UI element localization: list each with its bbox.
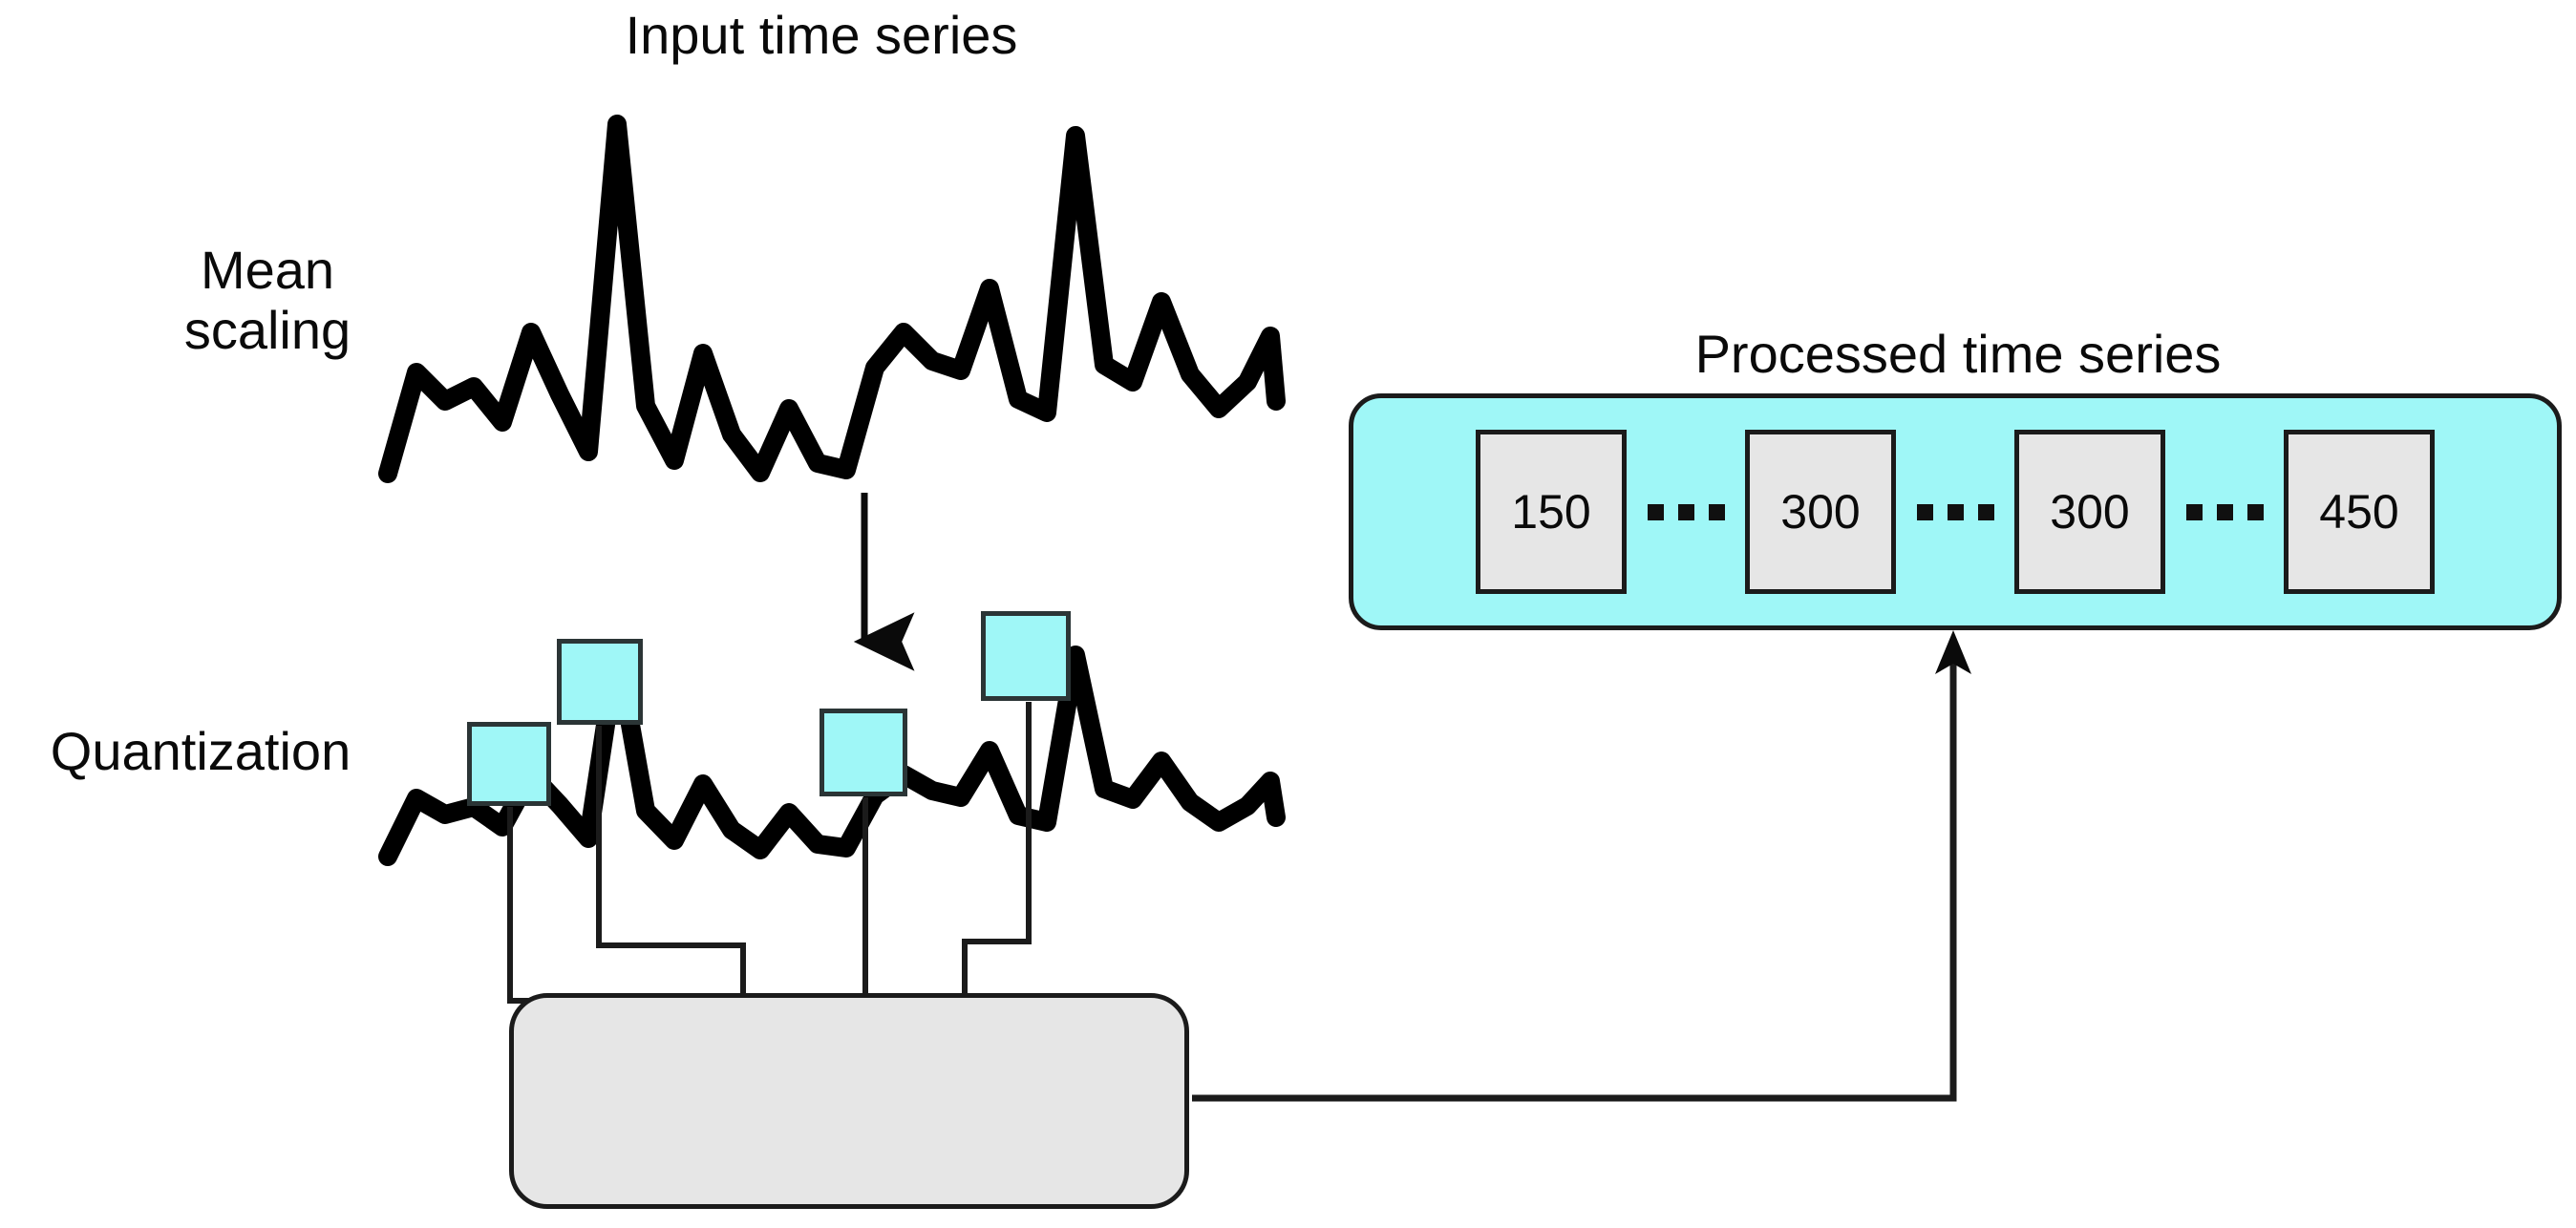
page-title-input-time-series: Input time series — [625, 5, 1018, 65]
input-time-series-waveform — [378, 115, 1286, 483]
dot-icon — [2246, 503, 2264, 520]
quantization-highlight-box-1[interactable] — [467, 722, 551, 806]
quantization-bin-panel — [509, 993, 1189, 1209]
processed-time-series-container: 150 300 300 450 — [1349, 393, 2562, 630]
dot-icon — [2185, 503, 2203, 520]
quantization-highlight-box-2[interactable] — [557, 639, 643, 725]
token-box-1[interactable]: 150 — [1476, 430, 1627, 594]
quantization-highlight-box-4[interactable] — [981, 611, 1071, 701]
token-cell: 300 — [1745, 430, 1896, 594]
dot-icon — [1916, 503, 1933, 520]
dot-icon — [1647, 503, 1664, 520]
ellipsis-separator-3 — [2165, 503, 2284, 520]
ellipsis-separator-2 — [1896, 503, 2014, 520]
page-title-processed-time-series: Processed time series — [1694, 324, 2222, 384]
token-box-3[interactable]: 300 — [2014, 430, 2165, 594]
token-box-2[interactable]: 300 — [1745, 430, 1896, 594]
quantized-tokens-arrow — [1192, 630, 1971, 1102]
token-cell: 150 — [1476, 430, 1627, 594]
dot-icon — [1977, 503, 1994, 520]
stage-label-quantization: Quantization — [50, 721, 351, 781]
dot-icon — [1677, 503, 1694, 520]
dot-icon — [1947, 503, 1964, 520]
ellipsis-separator-1 — [1627, 503, 1745, 520]
quantization-highlight-box-3[interactable] — [820, 709, 907, 796]
dot-icon — [1708, 503, 1725, 520]
stage-label-mean-scaling: Mean scaling — [183, 240, 351, 360]
token-cell: 300 — [2014, 430, 2165, 594]
token-box-4[interactable]: 450 — [2284, 430, 2435, 594]
token-cell: 450 — [2284, 430, 2435, 594]
dot-icon — [2216, 503, 2233, 520]
